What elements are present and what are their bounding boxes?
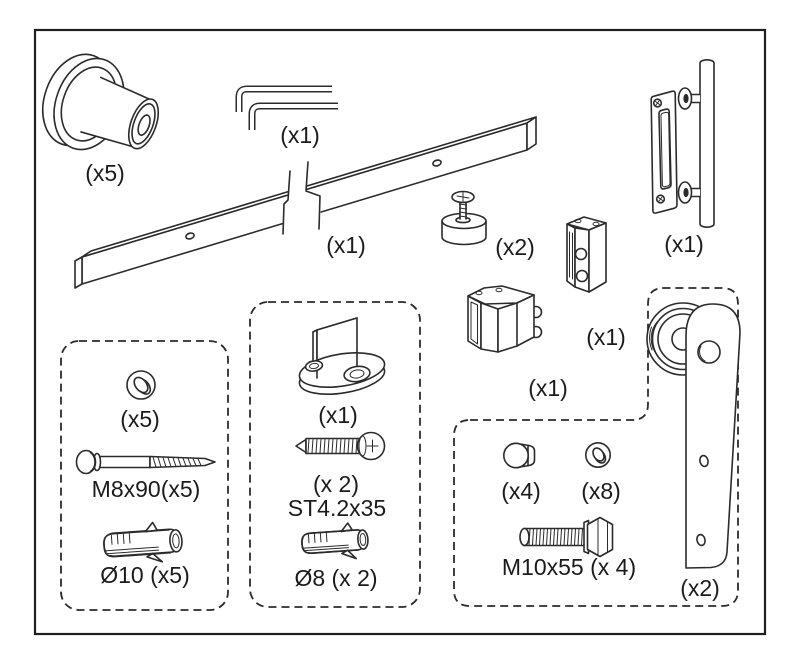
fastener-group-wall: (x5) M8x90(x5) Ø10 (x5)	[60, 340, 229, 611]
anchor-d8-illustration	[301, 522, 369, 560]
hex-keys-qty-label: (x1)	[280, 122, 320, 148]
hex-bolt-illustration	[519, 516, 614, 558]
allen-keys-illustration: (x1)	[235, 85, 338, 148]
handle-qty-label: (x1)	[664, 231, 704, 257]
block-large-qty-label: (x1)	[528, 375, 568, 401]
fastener-group-guide: (x1) (x 2) ST4.2x35 Ø8 (x 2)	[249, 301, 421, 608]
rail-qty-label: (x1)	[326, 232, 366, 258]
anti-jump-block-large-illustration: (x1)	[467, 285, 568, 401]
st-screw-qty-label: (x 2)	[313, 471, 359, 497]
st-screw-illustration	[295, 431, 386, 461]
dashed-box-right	[453, 287, 739, 607]
door-stop-illustration: (x2)	[441, 190, 535, 260]
hanger-qty-label: (x2)	[680, 575, 720, 601]
spacer-illustration: (x5)	[41, 53, 160, 186]
anchor-d8-label: Ø8 (x 2)	[294, 565, 377, 591]
washer-m10-illustration	[584, 441, 611, 468]
washer-m8-qty-label: (x5)	[120, 406, 160, 432]
roller-hanger-illustration	[646, 302, 741, 569]
handle-illustration: (x1)	[650, 59, 715, 257]
anchor-d10-illustration	[103, 521, 183, 563]
bolt-m10-label: M10x55 (x 4)	[502, 554, 636, 580]
drawing-border	[33, 28, 767, 636]
st-screw-size-label: ST4.2x35	[288, 495, 386, 521]
cap-nut-illustration	[502, 442, 536, 469]
dashed-box-middle	[249, 301, 421, 608]
anti-jump-block-small-illustration: (x1)	[566, 216, 626, 350]
block-small-qty-label: (x1)	[586, 324, 626, 350]
dashed-box-left	[60, 340, 229, 611]
lag-screw-illustration	[75, 449, 216, 475]
floor-guide-illustration	[298, 317, 386, 395]
anchor-d10-label: Ø10 (x5)	[100, 562, 189, 588]
cap-nut-qty-label: (x4)	[501, 478, 541, 504]
floor-guide-qty-label: (x1)	[318, 402, 358, 428]
door-stop-qty-label: (x2)	[495, 234, 535, 260]
spacer-qty-label: (x5)	[85, 160, 125, 186]
rail-illustration: (x1)	[74, 116, 537, 289]
washer-m10-qty-label: (x8)	[581, 478, 621, 504]
lag-screw-label: M8x90(x5)	[92, 476, 201, 502]
fastener-group-hanger: (x2) (x4) (x8) M10x55 (x 4)	[453, 287, 741, 607]
